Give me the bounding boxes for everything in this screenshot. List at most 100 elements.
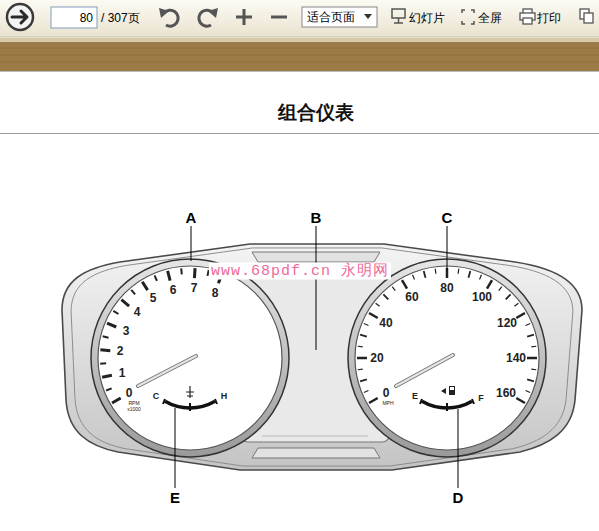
gauge-numeral: 20 <box>370 352 383 364</box>
display-line <box>262 436 368 437</box>
speedo-tick <box>360 335 367 337</box>
speedo-tick <box>516 313 525 318</box>
cluster-detail <box>316 226 317 350</box>
gauge-numeral: 6 <box>170 284 177 296</box>
cluster-detail <box>191 226 192 261</box>
speedo-tick <box>468 271 470 278</box>
speedo-needle <box>396 355 453 386</box>
speedo-tick <box>364 324 369 326</box>
dropdown-arrow <box>364 14 372 19</box>
leader-lines <box>175 226 458 488</box>
speedo-tick <box>457 269 459 274</box>
gauge-numeral: 0 <box>383 387 390 399</box>
tach-bezel <box>91 259 289 457</box>
cluster-detail <box>450 387 454 390</box>
speedo-tick <box>358 368 363 370</box>
gauge-numeral: 80 <box>440 282 453 294</box>
speedo-tick <box>402 280 407 289</box>
speedo-tick <box>360 379 367 381</box>
cluster-housing <box>62 244 582 470</box>
viewer-band <box>0 42 599 71</box>
speedo-tick <box>392 287 395 291</box>
tach-tick <box>142 282 147 290</box>
gauge-numeral: 2 <box>117 345 124 357</box>
tach-tick <box>131 290 135 295</box>
cluster-detail <box>584 13 593 23</box>
tach-tick <box>121 300 129 306</box>
housing-inner-line <box>71 248 573 466</box>
tach-tick <box>103 336 109 337</box>
speedo-tick <box>357 357 367 360</box>
cluster-detail <box>0 48 599 49</box>
more-icon <box>580 9 593 23</box>
page-shadow <box>0 71 599 72</box>
tach-tick <box>106 388 112 390</box>
speedo-tick <box>527 357 537 360</box>
gauge-numeral: 0 <box>126 387 133 399</box>
fuel-symbol <box>441 386 455 395</box>
gauge-ticks <box>100 268 537 403</box>
gauge-numeral: 8 <box>212 287 219 299</box>
page-number: 80 <box>80 12 93 24</box>
gauge-numeral: 100 <box>472 291 492 303</box>
speedo-tick <box>487 280 492 289</box>
gauge-numeral: 40 <box>379 317 392 329</box>
cluster-detail <box>441 388 446 394</box>
toolbar <box>0 0 599 37</box>
toolbar-edge <box>0 37 599 38</box>
gauge-mark: H <box>221 392 228 401</box>
temp-marks <box>163 399 217 411</box>
cluster-detail <box>396 355 453 386</box>
speedo-tick <box>424 271 426 278</box>
gauge-mark: E <box>412 392 418 401</box>
zoom-select: 适合页面 <box>307 12 355 24</box>
callout-letter: B <box>311 210 322 225</box>
speedo-tick <box>516 398 525 403</box>
tach-needle <box>138 356 196 386</box>
callout-letter: C <box>442 210 453 225</box>
tach-tick <box>100 362 106 364</box>
watermark: www.68pdf.cn 永明网 <box>209 263 391 280</box>
tach-tick <box>107 323 116 327</box>
speedo-tick <box>531 346 536 348</box>
gauge-numeral: 1 <box>119 367 126 379</box>
page-title: 组合仪表 <box>278 103 354 122</box>
page-input <box>51 7 97 28</box>
heading-rule <box>0 133 599 134</box>
display-bottom-band <box>252 448 380 458</box>
cluster-detail <box>138 356 196 386</box>
speedo-tick <box>526 324 531 326</box>
speedo-tick <box>376 303 380 306</box>
cluster-detail <box>208 8 218 18</box>
toolbar-button: 打印 <box>537 12 561 24</box>
cluster-detail <box>12 11 27 23</box>
gauge-mark: C <box>153 392 160 401</box>
zoom-in-icon <box>236 9 252 25</box>
speedo-tick <box>435 269 437 274</box>
gauge-numeral: 160 <box>496 387 516 399</box>
cluster-detail <box>159 8 169 18</box>
tach-tick <box>113 311 118 314</box>
speedo-tick <box>358 346 363 348</box>
tach-tick <box>155 275 157 281</box>
cluster-detail <box>138 356 196 386</box>
speedo-tick <box>383 294 388 299</box>
gauge-unit: x1000 <box>127 407 141 412</box>
gauge-numeral: 7 <box>191 282 198 294</box>
cluster-detail <box>394 18 403 23</box>
tach-tick <box>168 271 170 281</box>
speedo-tick <box>514 303 518 306</box>
speedo-tick <box>413 275 415 280</box>
cluster-detail <box>523 18 532 24</box>
band-texture <box>0 48 599 62</box>
speedo-tick <box>369 313 378 318</box>
speedo-tick <box>499 287 502 291</box>
print-icon <box>520 9 535 24</box>
speedo-bezel <box>348 259 546 457</box>
cluster-detail <box>396 355 453 386</box>
speedo-tick <box>526 391 531 393</box>
cluster-detail <box>392 9 405 18</box>
gauge-numeral: 60 <box>405 291 418 303</box>
speedo-tick <box>480 275 482 280</box>
undo-icon <box>159 8 178 26</box>
